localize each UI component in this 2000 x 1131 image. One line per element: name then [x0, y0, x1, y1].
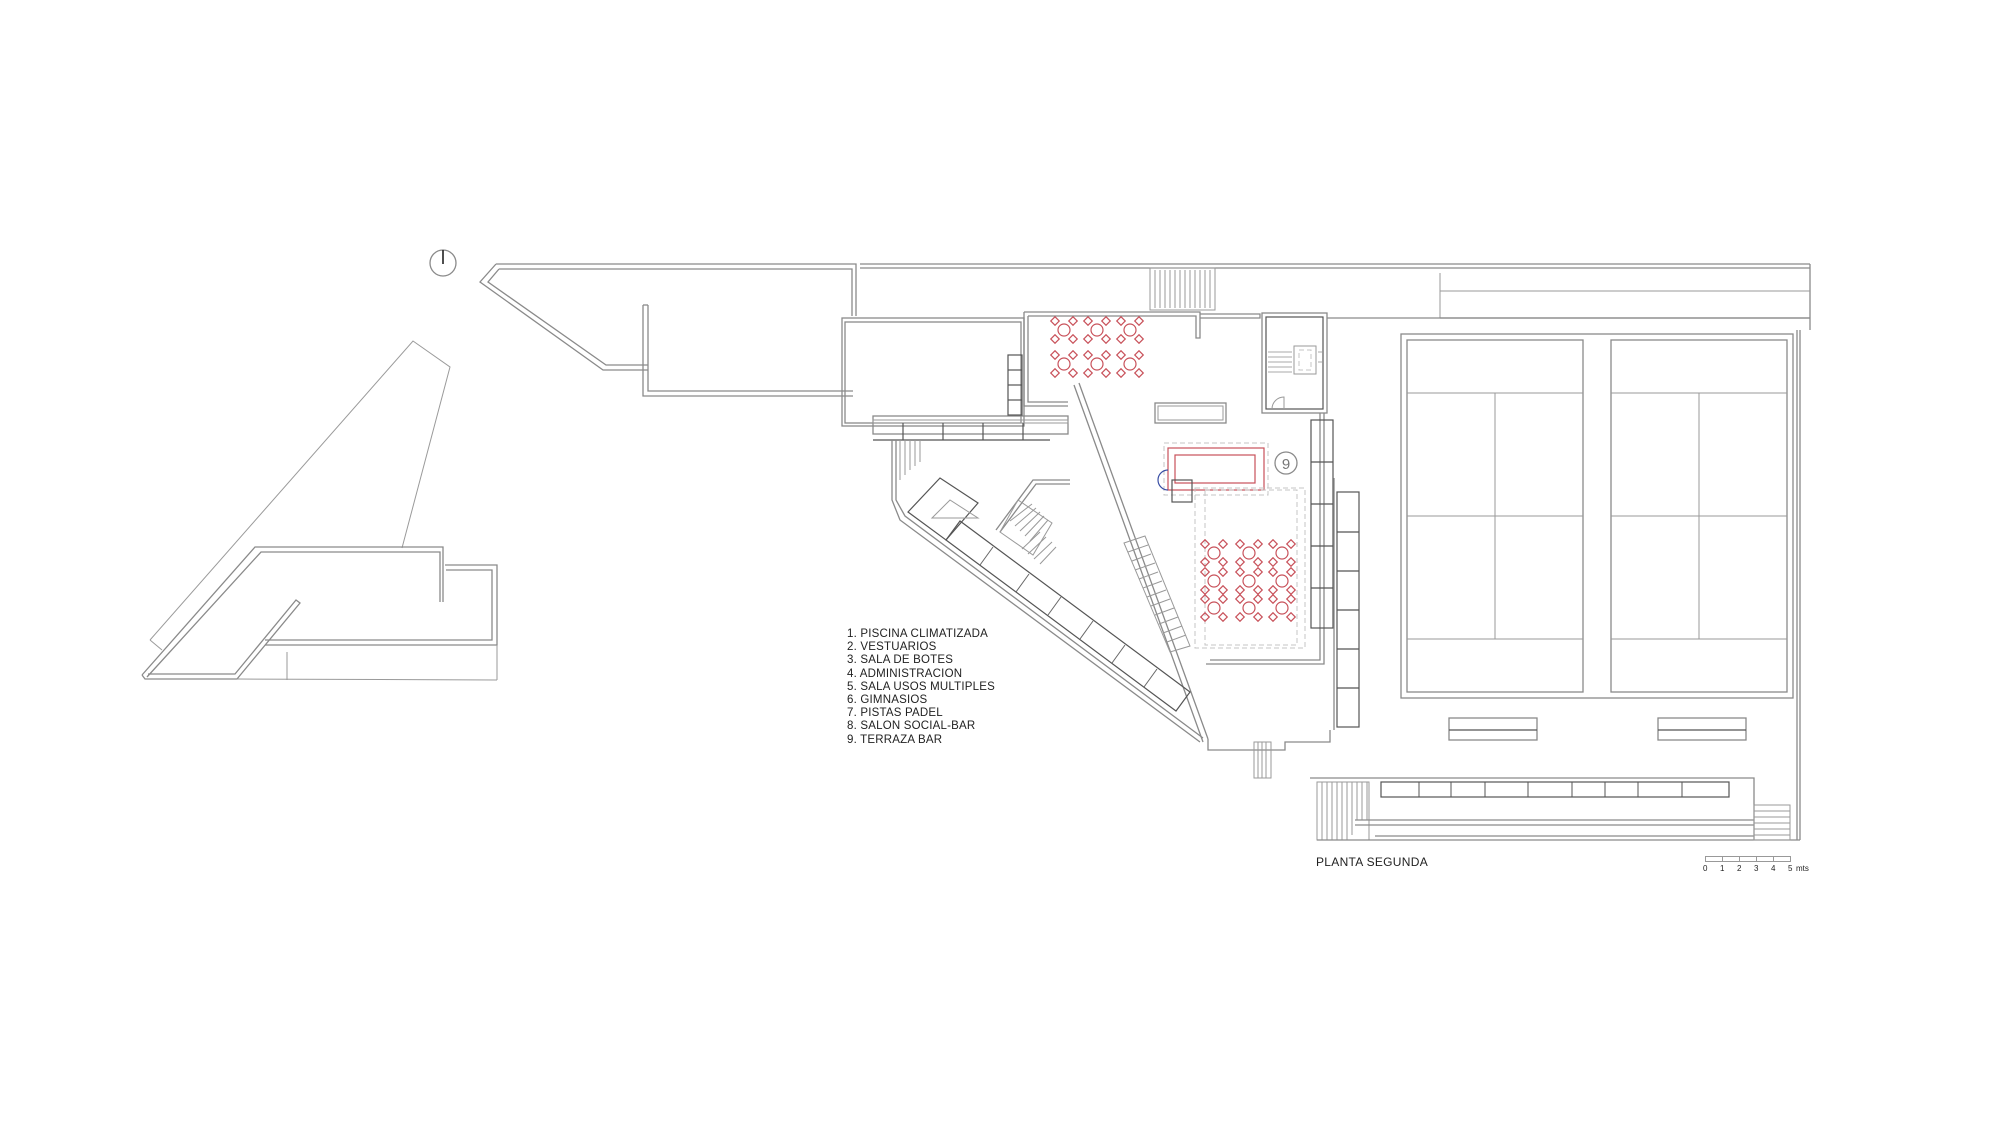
legend-item: 3. SALA DE BOTES — [847, 654, 954, 667]
scale-label: 4 — [1771, 864, 1776, 873]
plan-title: PLANTA SEGUNDA — [1316, 855, 1429, 869]
room-legend: 1. PISCINA CLIMATIZADA 2. VESTUARIOS 3. … — [847, 628, 995, 747]
scale-label: 5 — [1788, 864, 1793, 873]
bottom-wing — [1253, 741, 1800, 841]
admin-block — [841, 317, 1069, 441]
scale-tick — [1773, 856, 1774, 861]
diagonal-wing — [891, 440, 1204, 743]
scale-bar: 0 1 2 3 4 5 mts — [1703, 856, 1833, 880]
scale-bar-line — [1705, 856, 1791, 862]
scale-label: 1 — [1720, 864, 1725, 873]
north-arrow-icon — [429, 249, 457, 277]
legend-item: 9. TERRAZA BAR — [847, 733, 943, 746]
stairs-icon — [1149, 267, 1810, 414]
legend-item: 1. PISCINA CLIMATIZADA — [847, 628, 988, 640]
legend-item: 4. ADMINISTRACION — [847, 667, 963, 680]
pool-wing — [141, 340, 498, 681]
legend-item: 7. PISTAS PADEL — [847, 707, 943, 720]
salon-social-bar — [1023, 311, 1227, 424]
scale-tick — [1739, 856, 1740, 861]
table-with-chairs-icon — [1050, 316, 1144, 378]
scale-label: 0 — [1703, 864, 1708, 873]
diagonal-walls — [1073, 382, 1331, 751]
table-with-chairs-icon — [1200, 539, 1296, 622]
scale-label: 3 — [1754, 864, 1759, 873]
scale-tick — [1722, 856, 1723, 861]
gym-column — [1310, 419, 1360, 730]
stairs-icon — [1123, 535, 1191, 653]
padel-courts — [1400, 330, 1801, 840]
legend-item: 2. VESTUARIOS — [847, 641, 937, 654]
scale-tick — [1756, 856, 1757, 861]
legend-item: 5. SALA USOS MULTIPLES — [847, 680, 995, 693]
svg-text:9: 9 — [1282, 456, 1290, 473]
legend-item: 6. GIMNASIOS — [847, 694, 928, 707]
scale-label: 2 — [1737, 864, 1742, 873]
legend-item: 8. SALON SOCIAL-BAR — [847, 720, 976, 733]
bar-counter: 9 — [1157, 442, 1306, 649]
scale-unit: mts — [1796, 864, 1809, 873]
terrace-marker: 9 — [1274, 451, 1298, 475]
